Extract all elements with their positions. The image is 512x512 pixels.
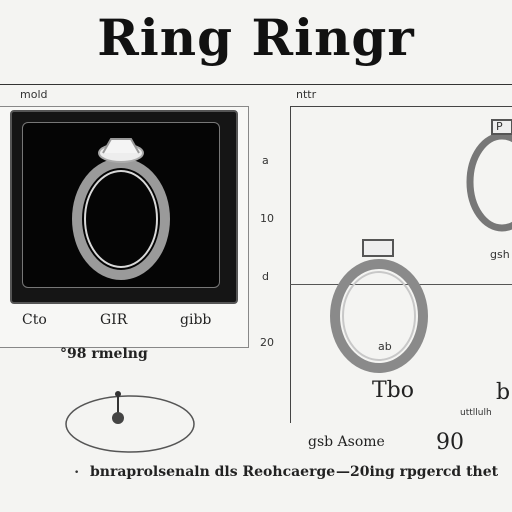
- bottom-small-label: gsb Asome: [308, 434, 385, 450]
- right-panel: [290, 106, 512, 423]
- right-corner-note: b: [496, 380, 511, 405]
- ring-center-icon: [330, 239, 428, 373]
- pin-diagram-icon: [65, 391, 195, 453]
- ring-top-caption: gsh: [490, 248, 510, 261]
- ring-icon: [72, 138, 170, 280]
- ring-top-label: P: [496, 120, 503, 133]
- bottom-value: 90: [436, 430, 464, 455]
- left-label-3: gibb: [180, 312, 212, 328]
- scale-tick-3: d: [262, 270, 269, 283]
- right-fine-print: uttllulh: [460, 408, 492, 418]
- left-label-1: Cto: [22, 312, 47, 328]
- left-label-2: GIR: [100, 312, 128, 328]
- scale-tick-1: a: [262, 154, 269, 167]
- ring-top-icon: [466, 119, 512, 232]
- scale-tick-2: 10: [260, 212, 274, 225]
- ring-display-inner: [22, 122, 220, 288]
- footer-bullet: •: [74, 468, 80, 478]
- ring-center-note: ab: [378, 340, 392, 353]
- ring-display-screen: [10, 110, 238, 304]
- page-title: Ring Ringr: [97, 8, 415, 67]
- left-caption: °98 rmelng: [60, 346, 148, 362]
- footer-left-text: bnraprolsenaln dls Reohcaerge: [90, 464, 336, 480]
- ring-center-caption: Tbo: [372, 378, 415, 403]
- right-panel-tag: nttr: [296, 88, 317, 101]
- footer-right-text: —20ing rpgercd thet: [336, 464, 499, 480]
- scale-tick-4: 20: [260, 336, 274, 349]
- left-panel-tag: mold: [20, 88, 48, 101]
- title-divider: [0, 84, 512, 85]
- right-panel-midline: [290, 284, 512, 285]
